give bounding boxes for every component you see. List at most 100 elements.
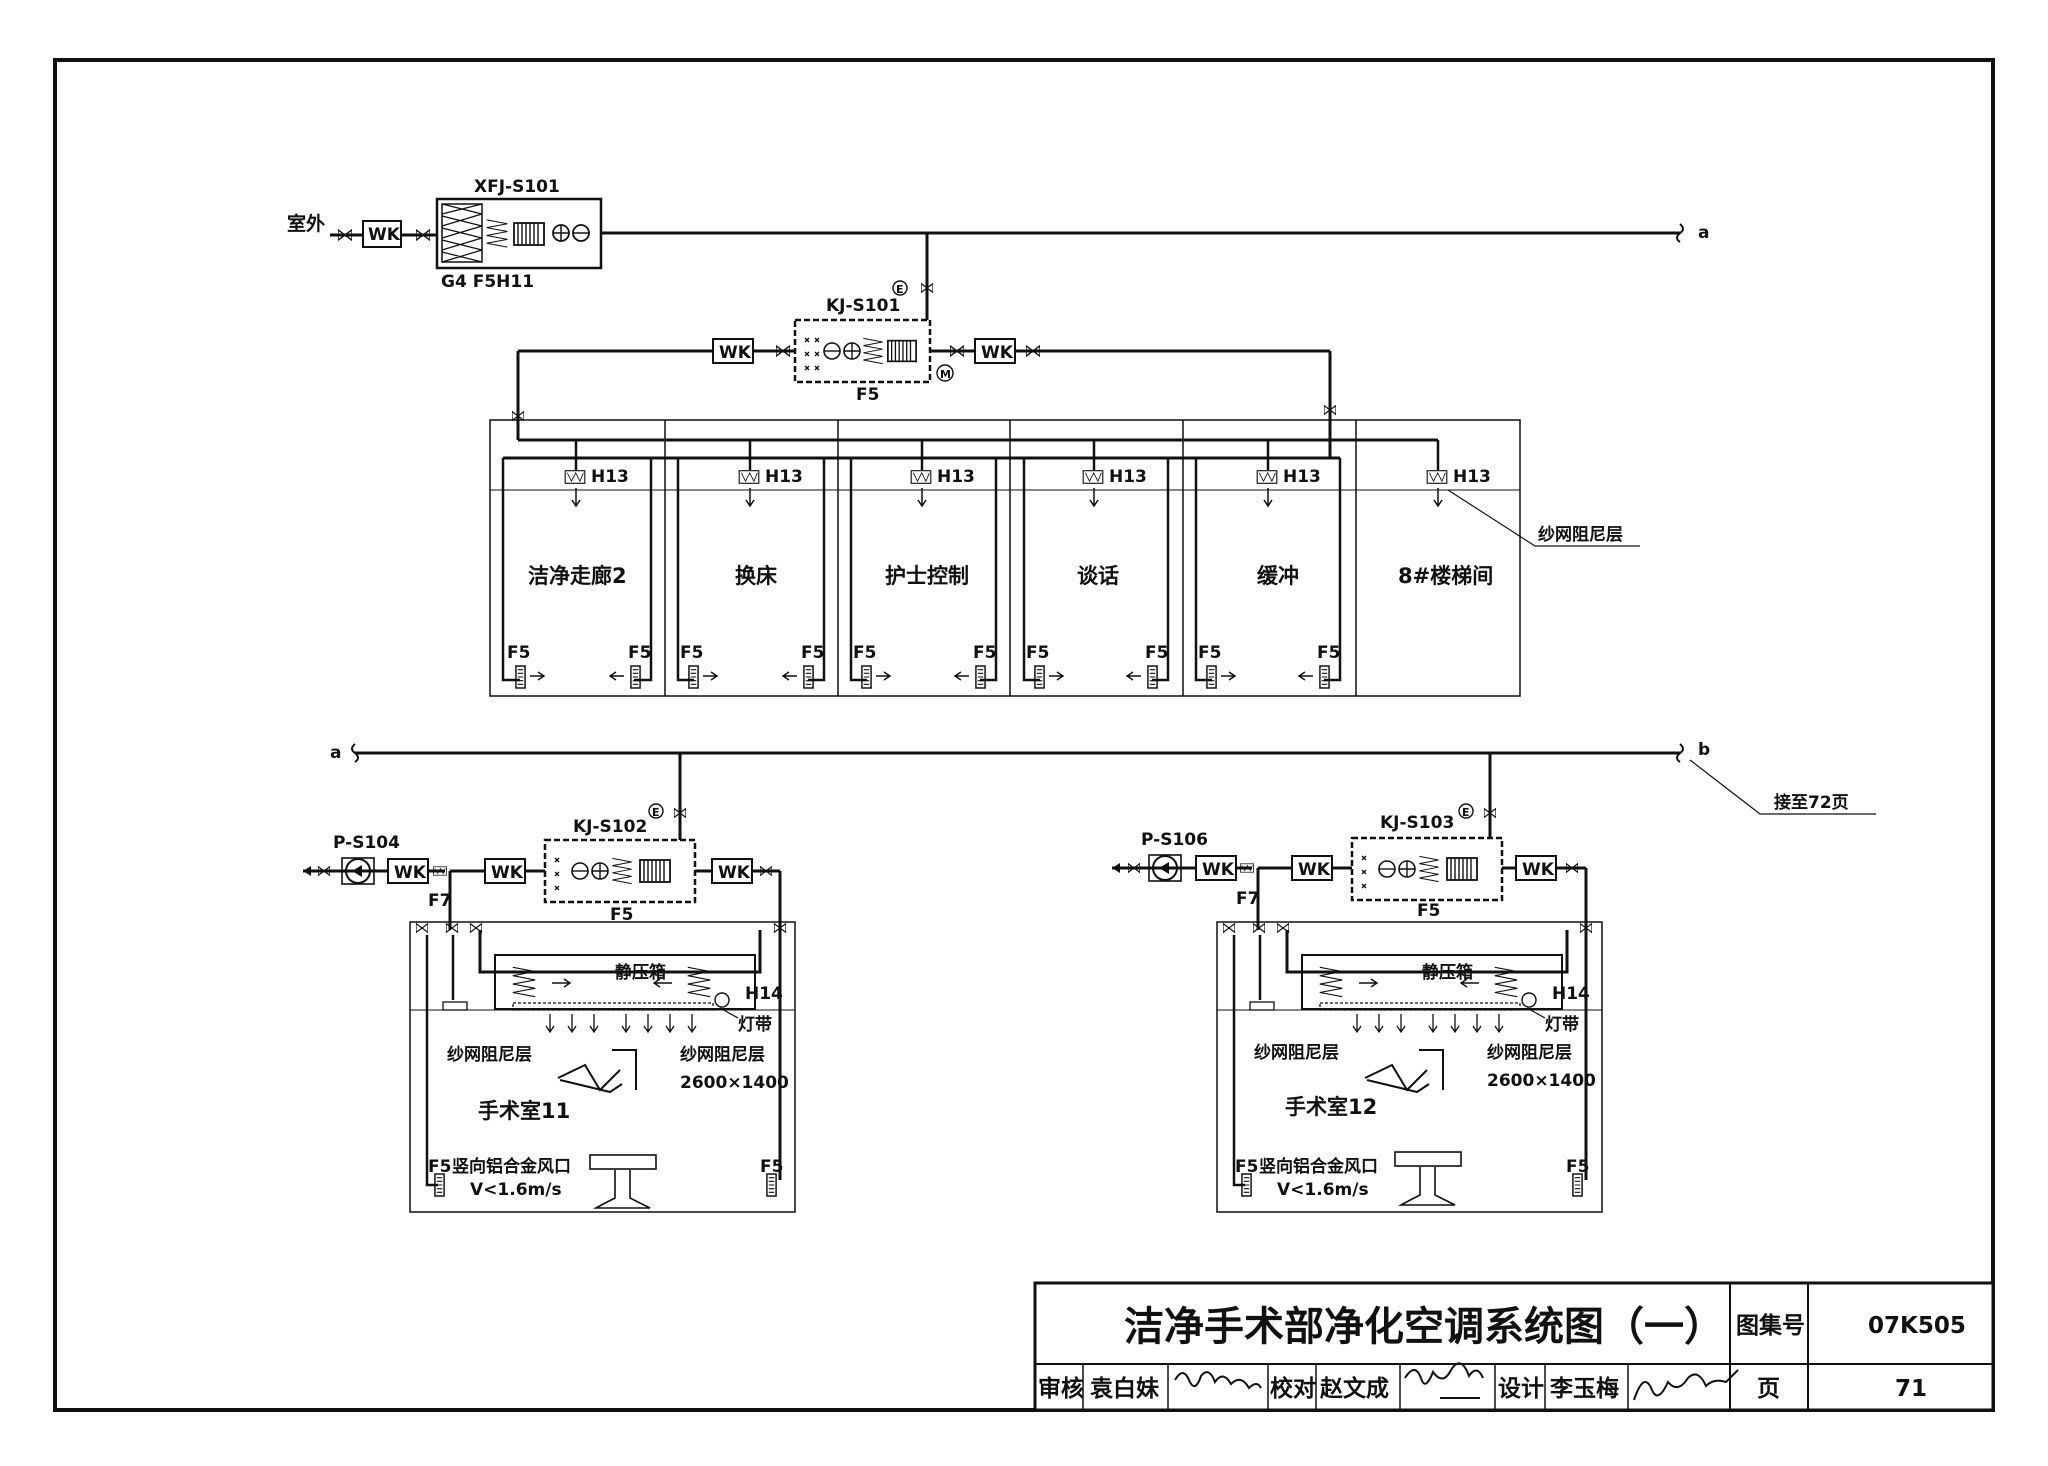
wk-silencer: WK bbox=[1195, 855, 1237, 881]
svg-text:F5: F5 bbox=[1317, 643, 1340, 663]
svg-text:F5: F5 bbox=[853, 643, 876, 663]
svg-text:F5: F5 bbox=[1145, 643, 1168, 663]
room-zone: H13 F5 F5 洁净走廊2 bbox=[501, 440, 653, 689]
svg-text:F5: F5 bbox=[1566, 1157, 1589, 1177]
atlas-number: 07K505 bbox=[1868, 1313, 1966, 1339]
svg-text:H13: H13 bbox=[937, 467, 975, 487]
operating-room-12: E KJ-S103 F5 WK WK P-S106 WK bbox=[1112, 753, 1603, 1213]
svg-text:2600×1400: 2600×1400 bbox=[680, 1073, 789, 1093]
static-pressure-box: 静压箱 bbox=[615, 962, 666, 983]
svg-text:F5: F5 bbox=[760, 1157, 783, 1177]
svg-text:F5: F5 bbox=[1198, 643, 1221, 663]
svg-text:F5: F5 bbox=[680, 643, 703, 663]
reviewer-name: 袁白妹 bbox=[1089, 1375, 1159, 1402]
page-number: 71 bbox=[1895, 1376, 1927, 1402]
room-name: 缓冲 bbox=[1257, 564, 1299, 588]
svg-text:H13: H13 bbox=[591, 467, 629, 487]
svg-text:F5: F5 bbox=[1235, 1157, 1258, 1177]
svg-text:F5: F5 bbox=[610, 905, 633, 925]
svg-text:WK: WK bbox=[1522, 860, 1555, 880]
ahu-left-tag: KJ-S102 bbox=[573, 817, 647, 837]
designer-name: 李玉梅 bbox=[1550, 1375, 1619, 1402]
wk-silencer: WK bbox=[387, 858, 429, 884]
fresh-unit-tag: XFJ-S101 bbox=[474, 177, 560, 197]
link-a-right: a bbox=[1698, 223, 1709, 243]
link-a-left: a bbox=[330, 743, 341, 763]
svg-text:WK: WK bbox=[394, 863, 427, 883]
room-name: 换床 bbox=[735, 564, 777, 588]
svg-text:F5: F5 bbox=[507, 643, 530, 663]
svg-text:WK: WK bbox=[981, 343, 1014, 363]
svg-text:M: M bbox=[940, 368, 951, 381]
svg-text:F5: F5 bbox=[1417, 901, 1440, 921]
svg-text:E: E bbox=[1462, 806, 1470, 819]
svg-text:F5: F5 bbox=[628, 643, 651, 663]
atlas-label: 图集号 bbox=[1736, 1312, 1805, 1339]
checker-name: 赵文成 bbox=[1319, 1375, 1389, 1402]
outdoor-label: 室外 bbox=[287, 212, 325, 235]
ceiling-plenum-block bbox=[489, 419, 1521, 697]
svg-text:竖向铝合金风口: 竖向铝合金风口 bbox=[452, 1156, 571, 1177]
svg-text:E: E bbox=[896, 283, 904, 296]
signature bbox=[1633, 1369, 1739, 1401]
room-name: 手术室12 bbox=[1285, 1095, 1377, 1119]
damping-layer-label: 纱网阻尼层 bbox=[447, 1045, 532, 1065]
exhaust-fan-right: P-S106 bbox=[1141, 830, 1208, 850]
ahu-top-filter: F5 bbox=[856, 385, 879, 405]
svg-text:H13: H13 bbox=[1283, 467, 1321, 487]
room-zone: H13 F5 F5 缓冲 bbox=[1194, 440, 1342, 689]
svg-text:F7: F7 bbox=[428, 891, 451, 911]
svg-text:WK: WK bbox=[718, 863, 751, 883]
room-zone: H13 F5 F5 护士控制 bbox=[849, 440, 998, 689]
design-label: 设计 bbox=[1498, 1376, 1544, 1402]
room-name: 8#楼梯间 bbox=[1398, 564, 1493, 588]
svg-text:V<1.6m/s: V<1.6m/s bbox=[470, 1180, 562, 1200]
room-name: 谈话 bbox=[1077, 564, 1119, 588]
svg-text:H14: H14 bbox=[1552, 984, 1590, 1004]
wk-silencer: WK bbox=[484, 858, 526, 884]
damping-layer-label: 纱网阻尼层 bbox=[1487, 1043, 1572, 1063]
fresh-unit-filters: G4 F5H11 bbox=[441, 272, 534, 292]
room-zone: H13 8#楼梯间 bbox=[1398, 440, 1493, 588]
svg-text:F5: F5 bbox=[428, 1157, 451, 1177]
svg-text:H14: H14 bbox=[745, 984, 783, 1004]
page-label: 页 bbox=[1757, 1376, 1780, 1402]
link-b: b bbox=[1698, 740, 1710, 760]
room-zone: H13 F5 F5 换床 bbox=[676, 440, 826, 689]
svg-text:WK: WK bbox=[368, 225, 401, 245]
drawing-frame bbox=[53, 58, 1995, 1412]
static-pressure-box: 静压箱 bbox=[1422, 962, 1473, 983]
ahu-kj-s101: KJ-S101 M F5 bbox=[793, 296, 954, 405]
ahu-right-tag: KJ-S103 bbox=[1380, 813, 1454, 833]
exhaust-fan-left: P-S104 bbox=[333, 833, 400, 853]
fresh-air-unit: 室外 WK XFJ-S101 G4 F5H11 bbox=[287, 177, 603, 292]
room-zone: H13 F5 F5 谈话 bbox=[1022, 440, 1170, 689]
damping-layer-label: 纱网阻尼层 bbox=[680, 1045, 765, 1065]
damping-layer-label: 纱网阻尼层 bbox=[1538, 525, 1623, 545]
svg-text:H13: H13 bbox=[1109, 467, 1147, 487]
svg-text:灯带: 灯带 bbox=[1545, 1014, 1579, 1035]
signature bbox=[1404, 1362, 1484, 1399]
signature bbox=[1174, 1371, 1262, 1390]
wk-silencer: WK bbox=[1515, 855, 1557, 881]
review-label: 审核 bbox=[1038, 1375, 1084, 1402]
wk-silencer: WK bbox=[712, 338, 754, 364]
svg-text:V<1.6m/s: V<1.6m/s bbox=[1277, 1180, 1369, 1200]
wk-silencer: WK bbox=[362, 220, 402, 248]
continue-note: 接至72页 bbox=[1774, 792, 1849, 813]
damping-layer-label: 纱网阻尼层 bbox=[1254, 1043, 1339, 1063]
room-name: 洁净走廊2 bbox=[528, 564, 627, 588]
wk-silencer: WK bbox=[711, 858, 753, 884]
svg-text:WK: WK bbox=[491, 863, 524, 883]
svg-text:F5: F5 bbox=[1026, 643, 1049, 663]
svg-text:H13: H13 bbox=[765, 467, 803, 487]
svg-text:E: E bbox=[652, 806, 660, 819]
svg-text:F5: F5 bbox=[973, 643, 996, 663]
svg-text:2600×1400: 2600×1400 bbox=[1487, 1071, 1596, 1091]
drawing-title: 洁净手术部净化空调系统图（一） bbox=[1124, 1304, 1724, 1350]
room-name: 护士控制 bbox=[885, 564, 969, 588]
svg-text:H13: H13 bbox=[1453, 467, 1491, 487]
title-block: 洁净手术部净化空调系统图（一） 图集号 07K505 审核 袁白妹 校对 赵文成… bbox=[1033, 1281, 1995, 1412]
check-label: 校对 bbox=[1270, 1375, 1316, 1402]
